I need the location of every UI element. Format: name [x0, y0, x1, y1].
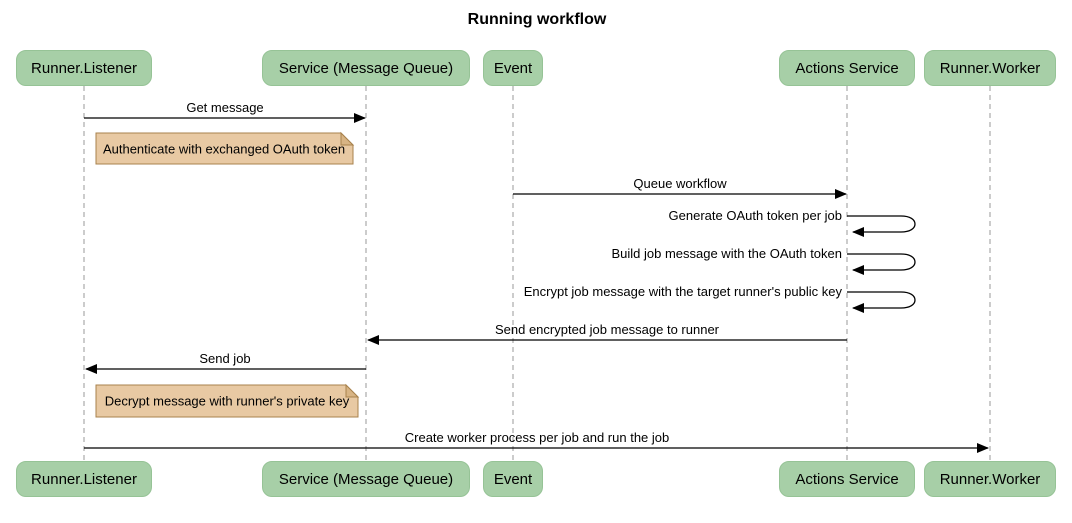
actor-top-runner-worker: Runner.Worker — [924, 50, 1056, 86]
actor-label: Actions Service — [795, 59, 899, 77]
note-shape-authenticate — [95, 132, 354, 165]
actor-label: Runner.Listener — [31, 470, 137, 488]
note-shape-decrypt — [95, 384, 359, 418]
message-label-encrypt-job-message: Encrypt job message with the target runn… — [523, 284, 842, 299]
message-label-get-message: Get message — [186, 100, 264, 115]
note-text-decrypt: Decrypt message with runner's private ke… — [104, 393, 350, 409]
message-label-send-job: Send job — [199, 351, 251, 366]
actor-label: Runner.Worker — [939, 59, 1041, 77]
message-label-build-job-message: Build job message with the OAuth token — [611, 246, 842, 261]
diagram-title: Running workflow — [467, 11, 607, 28]
actor-label: Runner.Listener — [31, 59, 137, 77]
actor-label: Runner.Worker — [939, 470, 1041, 488]
note-fold-corner — [340, 131, 355, 146]
actor-bottom-service-message-queue: Service (Message Queue) — [262, 461, 470, 497]
note-text-authenticate: Authenticate with exchanged OAuth token — [102, 141, 346, 157]
actor-bottom-runner-worker: Runner.Worker — [924, 461, 1056, 497]
message-label-send-encrypted-job-message: Send encrypted job message to runner — [494, 322, 720, 337]
actor-top-event: Event — [483, 50, 543, 86]
message-label-generate-oauth-token: Generate OAuth token per job — [668, 208, 842, 223]
message-label-create-worker-process: Create worker process per job and run th… — [404, 430, 670, 445]
actor-bottom-runner-listener: Runner.Listener — [16, 461, 152, 497]
actor-bottom-actions-service: Actions Service — [779, 461, 915, 497]
actor-label: Service (Message Queue) — [278, 470, 454, 488]
message-label-queue-workflow: Queue workflow — [633, 176, 727, 191]
actor-label: Actions Service — [795, 470, 899, 488]
actor-label: Event — [493, 59, 533, 77]
actor-label: Event — [493, 470, 533, 488]
self-loop-generate-oauth-token — [847, 215, 916, 237]
note-shapes — [95, 131, 360, 418]
actor-top-service-message-queue: Service (Message Queue) — [262, 50, 470, 86]
self-loop-encrypt-job-message — [847, 291, 916, 313]
actor-top-runner-listener: Runner.Listener — [16, 50, 152, 86]
actor-bottom-event: Event — [483, 461, 543, 497]
actor-label: Service (Message Queue) — [278, 59, 454, 77]
actor-top-actions-service: Actions Service — [779, 50, 915, 86]
self-loop-build-job-message — [847, 253, 916, 275]
note-fold-corner — [345, 383, 360, 398]
message-arrows — [84, 113, 989, 453]
